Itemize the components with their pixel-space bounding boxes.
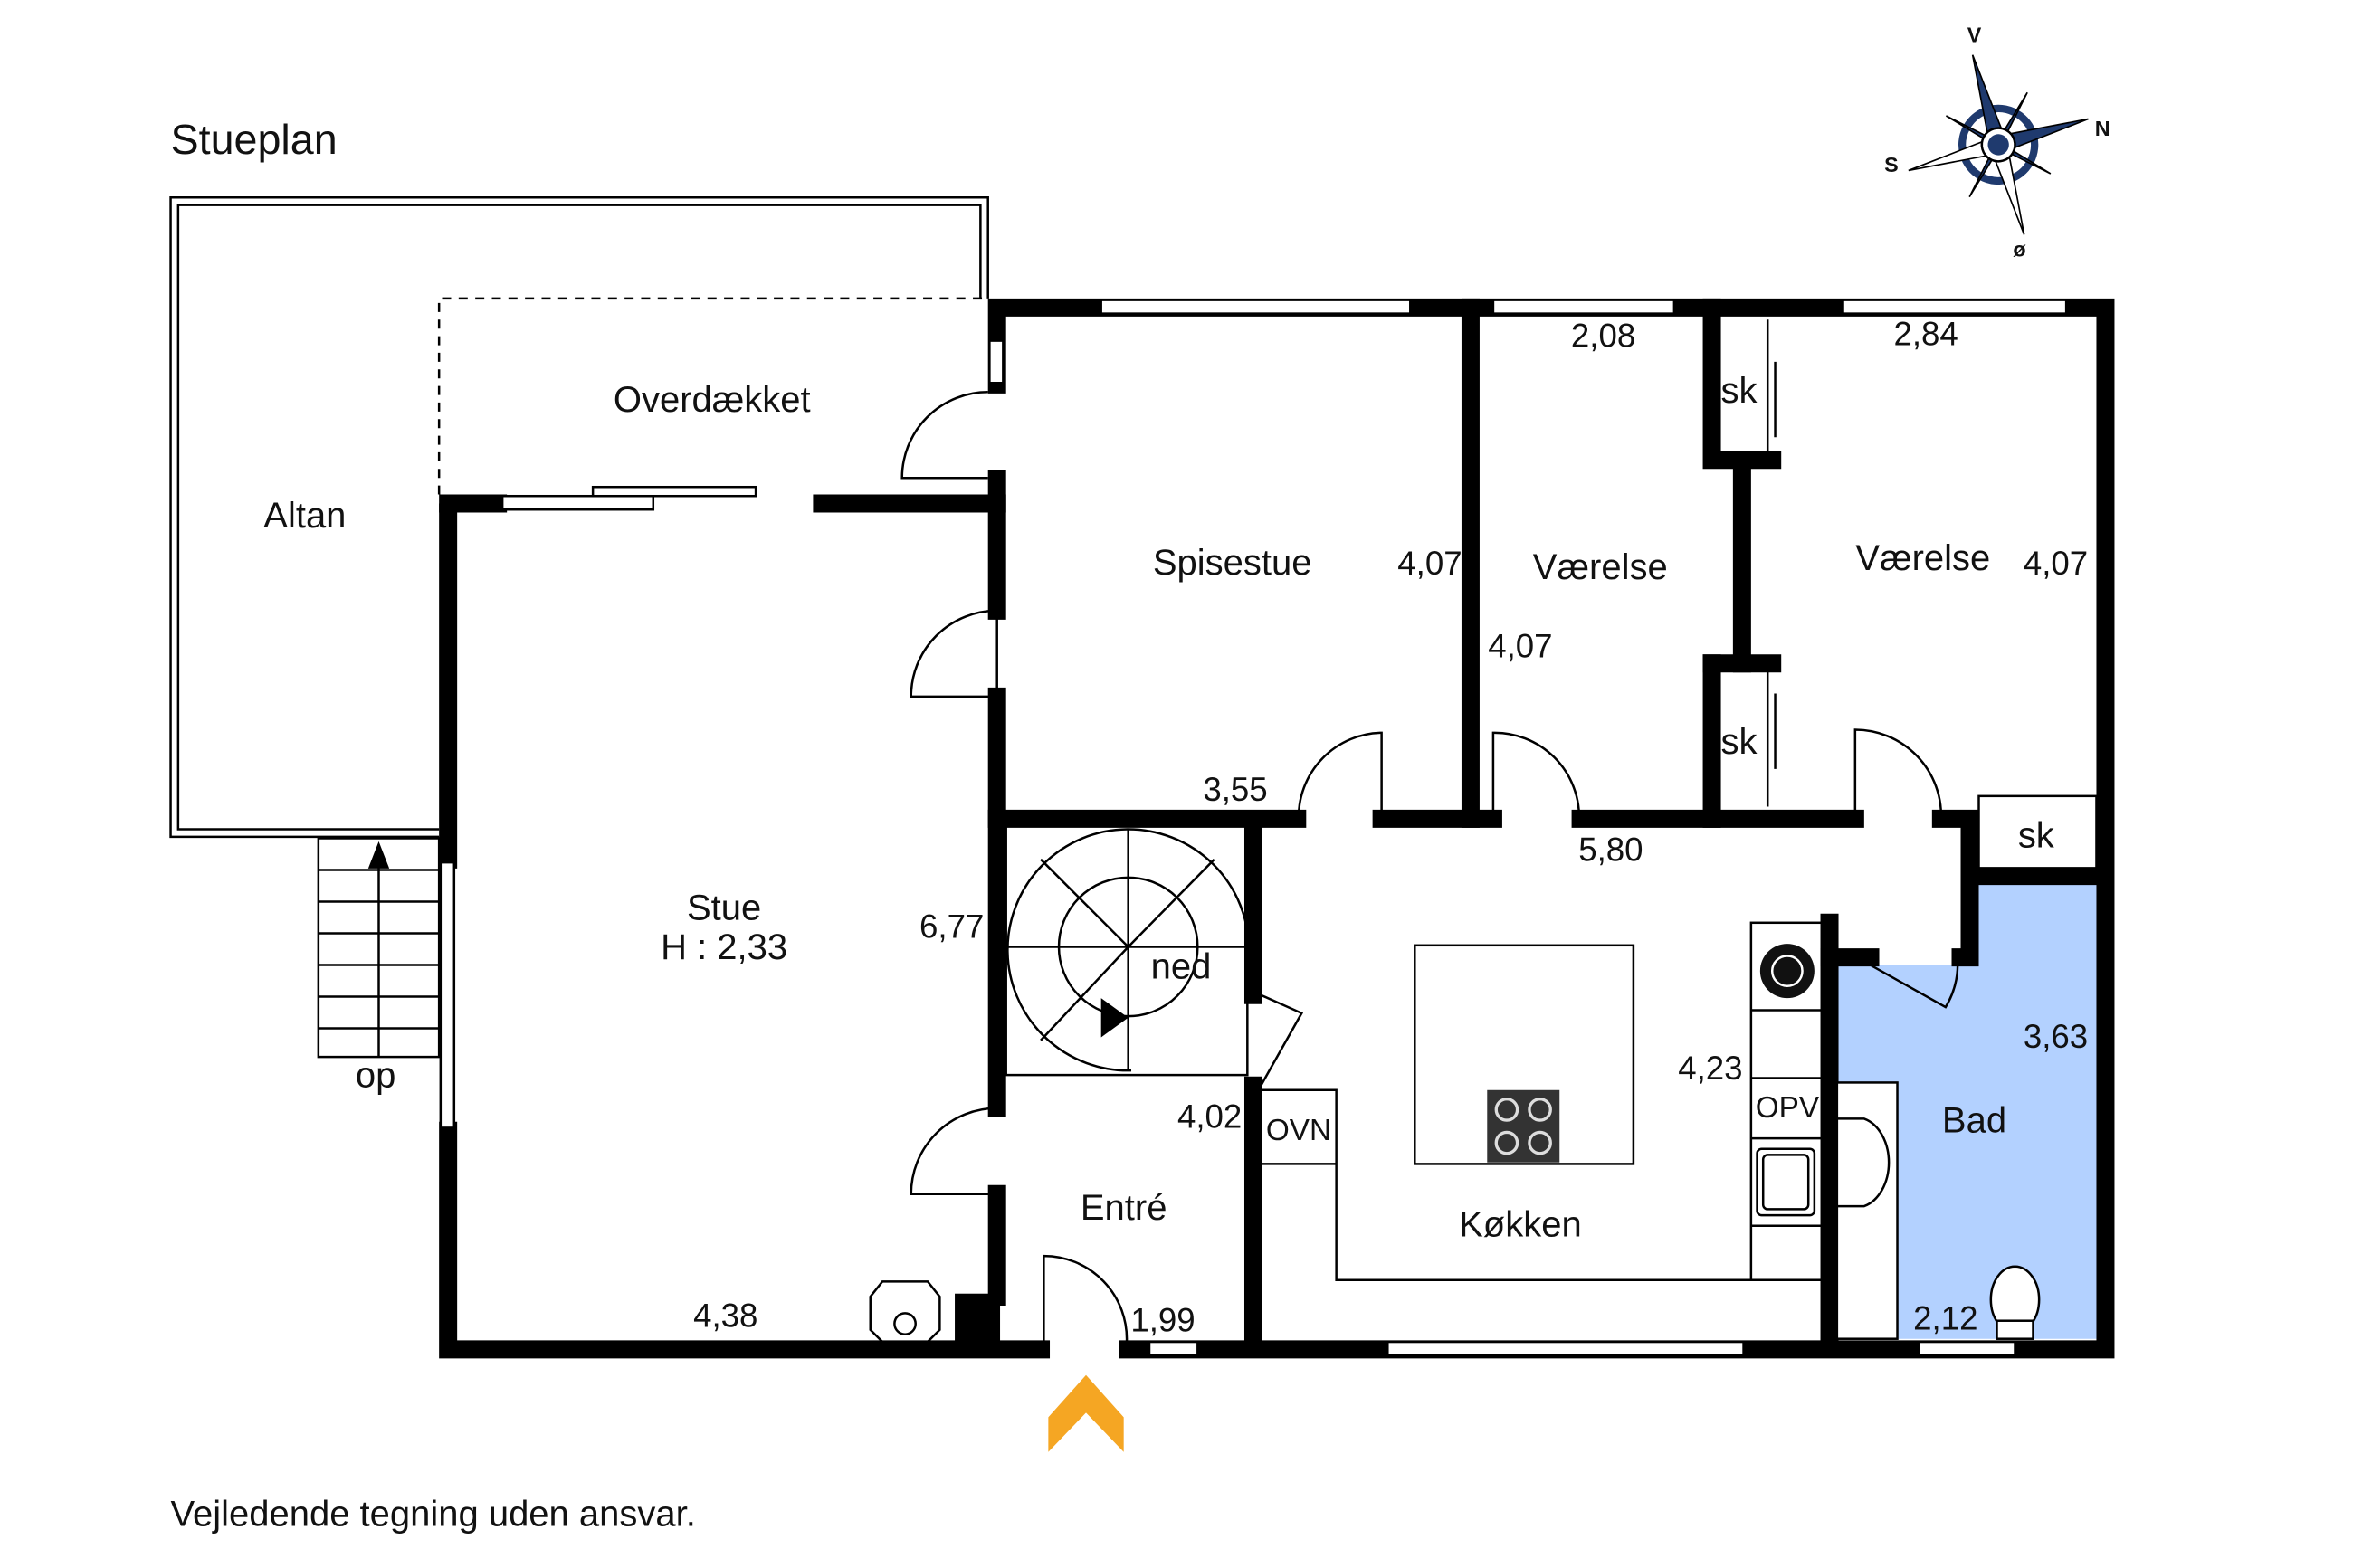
outdoor-stairs: [317, 837, 441, 1059]
compass-rose-icon: [1908, 54, 2089, 235]
room-stue: Stue: [687, 888, 761, 927]
label-ovn: OVN: [1266, 1114, 1331, 1147]
plan-title: Stueplan: [171, 116, 338, 163]
dim-entre-width: 1,99: [1130, 1301, 1195, 1338]
room-entre: Entré: [1081, 1188, 1167, 1228]
dim-bad-width: 2,12: [1913, 1300, 1977, 1337]
room-overdaekket: Overdækket: [614, 380, 811, 420]
dim-entre-height: 4,02: [1177, 1098, 1242, 1135]
bathroom-floor: [1836, 883, 2097, 1339]
front-door: [1043, 1254, 1129, 1357]
dim-kitchen-height: 4,23: [1678, 1050, 1742, 1087]
room-vaerelse-1: Værelse: [1533, 547, 1668, 587]
walls: [439, 298, 2115, 1359]
label-sk-2: sk: [1721, 722, 1758, 762]
dim-spise-width: 3,55: [1203, 771, 1267, 808]
room-koekken: Køkken: [1459, 1204, 1582, 1244]
compass-s: S: [1884, 153, 1899, 176]
cooktop: [1487, 1089, 1560, 1163]
windows: [439, 299, 2068, 1357]
compass-o: ø: [2013, 237, 2026, 261]
room-vaerelse-2: Værelse: [1855, 538, 1990, 578]
dim-v2-height: 4,07: [2024, 545, 2088, 582]
label-op: op: [356, 1055, 395, 1095]
arrow-up-icon: [367, 841, 390, 869]
label-ned: ned: [1151, 946, 1212, 986]
compass-n: N: [2095, 117, 2110, 140]
dim-v2-width: 2,84: [1894, 316, 1958, 353]
room-stue-height: H : 2,33: [661, 927, 787, 967]
room-bad: Bad: [1942, 1100, 2006, 1140]
room-spisestue: Spisestue: [1153, 543, 1312, 583]
balcony: [169, 196, 989, 839]
room-altan: Altan: [263, 496, 346, 536]
label-sk-3: sk: [2018, 815, 2055, 855]
dim-hall-width: 5,80: [1578, 831, 1643, 868]
compass-v: V: [1967, 24, 1982, 47]
closet-doors: [1766, 319, 2098, 873]
dim-stue-width: 4,38: [693, 1297, 757, 1334]
extractor-fan: [1759, 944, 1815, 999]
doors: [900, 391, 1959, 1357]
wood-stove: [869, 1280, 941, 1344]
entry-arrow-icon: [1048, 1374, 1124, 1452]
disclaimer: Vejledende tegning uden ansvar.: [171, 1494, 696, 1534]
label-sk-1: sk: [1721, 371, 1758, 411]
spiral-stair: [1005, 824, 1251, 1077]
dim-v1-width: 2,08: [1571, 317, 1635, 354]
dim-spise-height: 4,07: [1397, 545, 1462, 582]
bath-fixtures: [1835, 1081, 2041, 1340]
arrow-down-icon: [1100, 998, 1129, 1038]
dim-bad-height: 3,63: [2024, 1018, 2088, 1055]
dim-stue-height: 6,77: [919, 908, 984, 945]
dim-v1-height: 4,07: [1488, 628, 1552, 665]
kitchen-fixtures: [1261, 921, 1824, 1281]
label-opv: OPV: [1756, 1091, 1820, 1125]
